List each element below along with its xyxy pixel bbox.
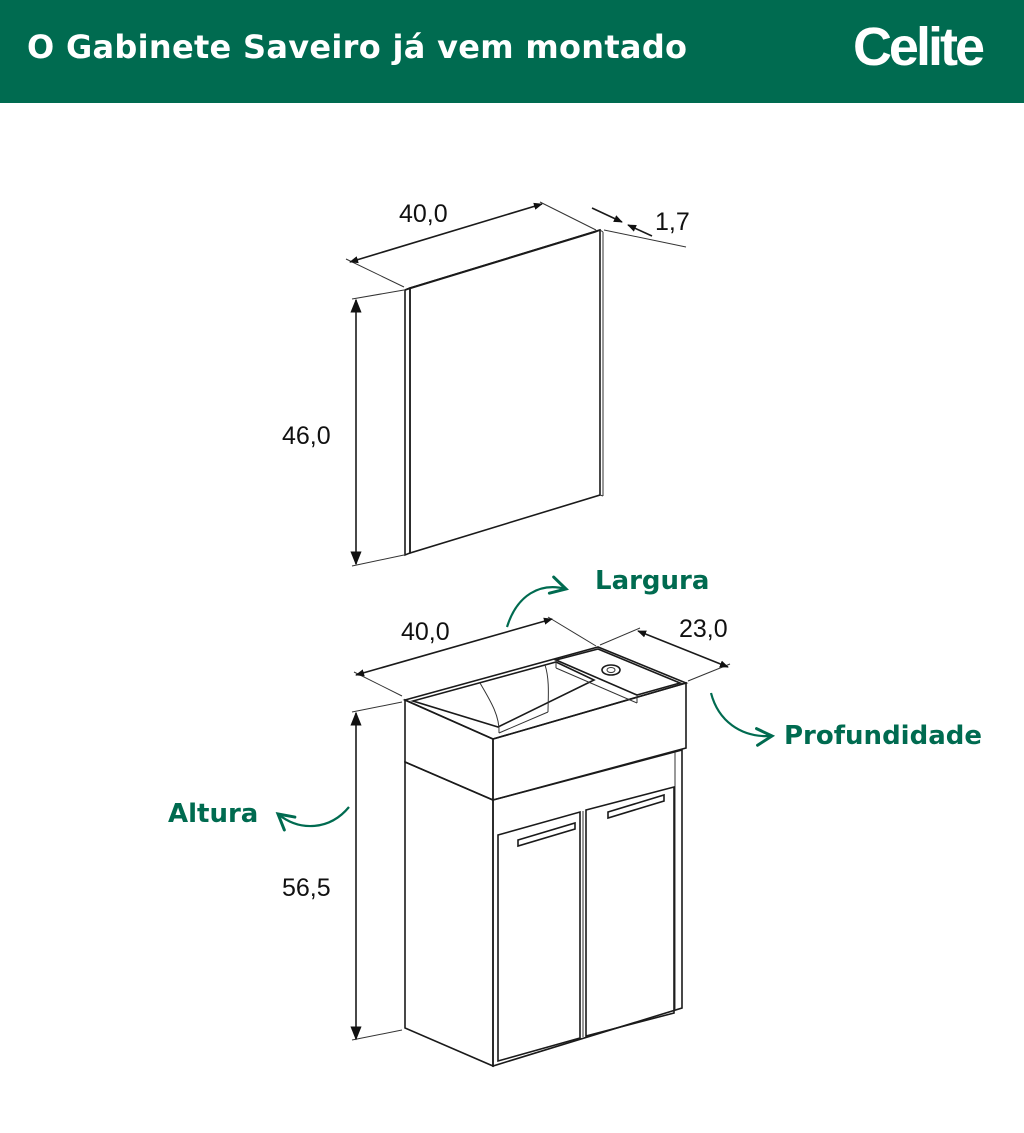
header-bar: O Gabinete Saveiro já vem montado Celite — [0, 0, 1024, 103]
mirror-depth-label: 1,7 — [655, 208, 690, 236]
altura-arrow — [275, 806, 350, 832]
callouts: Largura Profundidade Altura — [168, 566, 982, 832]
brand-logo: Celite — [852, 17, 985, 77]
profundidade-arrow — [709, 692, 776, 747]
cabinet-width-label: 40,0 — [401, 618, 450, 646]
mirror-width-label: 40,0 — [399, 200, 448, 228]
page-title: O Gabinete Saveiro já vem montado — [27, 28, 688, 66]
cabinet-depth-label: 23,0 — [679, 615, 728, 643]
profundidade-label: Profundidade — [784, 721, 982, 751]
altura-label: Altura — [168, 799, 258, 829]
mirror-height-label: 46,0 — [282, 422, 331, 450]
cabinet-drawing: 40,0 23,0 56,5 — [282, 615, 731, 1068]
mirror-drawing: 40,0 1,7 46,0 — [282, 200, 690, 567]
dimension-drawing: 40,0 1,7 46,0 — [168, 200, 982, 1068]
largura-label: Largura — [595, 566, 709, 596]
largura-arrow — [505, 575, 569, 628]
cabinet-height-label: 56,5 — [282, 874, 331, 902]
